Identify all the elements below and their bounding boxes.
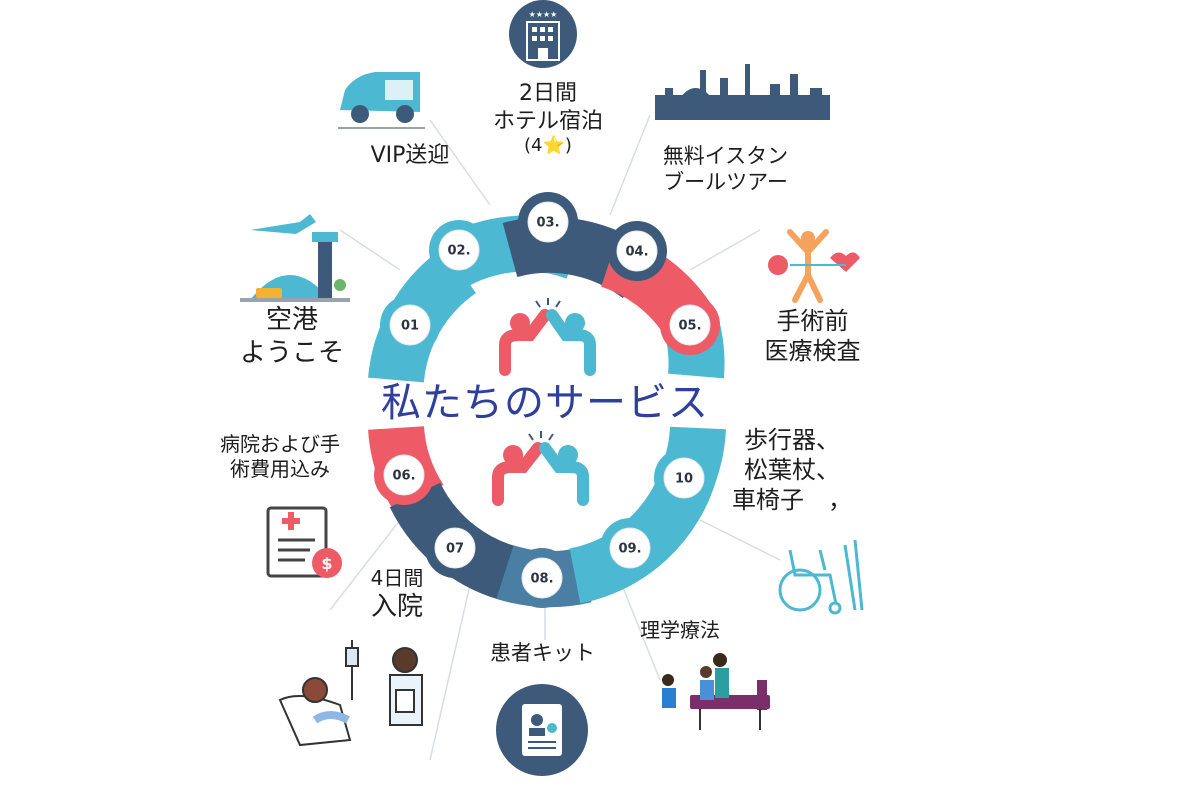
step-number-05: 05. xyxy=(678,319,701,334)
step-label-09: 理学療法 xyxy=(640,618,720,642)
step-number-07: 07 xyxy=(446,542,464,557)
step-number-06: 06. xyxy=(392,469,415,484)
page-title: 私たちのサービス xyxy=(381,380,709,426)
step-label-06: 病院および手術費用込み xyxy=(220,432,340,481)
high-five-icon xyxy=(499,298,596,376)
step-number-04: 04. xyxy=(625,245,648,260)
number-disks xyxy=(383,201,711,599)
step-label-03: 2日間ホテル宿泊(4⭐) xyxy=(492,81,603,156)
step-label-08: 患者キット xyxy=(490,641,595,665)
high-five-icon-lower xyxy=(492,431,589,506)
step-label-05: 手術前医療検査 xyxy=(764,307,861,365)
step-number-03: 03. xyxy=(536,216,559,231)
connector-lines xyxy=(329,114,781,761)
airport-icon xyxy=(240,214,350,302)
gear-teeth xyxy=(374,192,720,608)
hospital-bed-icon xyxy=(278,640,423,747)
step-label-04: 無料イスタンブールツアー xyxy=(662,144,789,195)
step-number-10: 10 xyxy=(675,472,693,487)
patient-kit-icon xyxy=(496,684,588,776)
step-number-01: 01 xyxy=(401,319,419,334)
step-label-02: VIP送迎 xyxy=(370,143,450,168)
medical-bill-icon: $ xyxy=(266,506,342,578)
hotel-icon: ★★★★ xyxy=(509,0,577,68)
step-number-09: 09. xyxy=(618,542,641,557)
step-number-02: 02. xyxy=(447,244,470,259)
step-label-10: 歩行器、松葉杖、車椅子 ， xyxy=(732,426,852,514)
fitness-test-icon xyxy=(768,229,860,303)
step-label-07: 4日間入院 xyxy=(370,566,424,622)
step-label-01: 空港ようこそ xyxy=(239,305,344,368)
city-skyline-icon xyxy=(655,64,830,120)
physiotherapy-icon xyxy=(662,653,770,730)
wheelchair-icon xyxy=(778,539,864,615)
svg-text:$: $ xyxy=(321,554,332,573)
svg-text:★★★★: ★★★★ xyxy=(529,10,558,19)
van-icon xyxy=(338,72,425,129)
step-number-08: 08. xyxy=(530,572,553,587)
